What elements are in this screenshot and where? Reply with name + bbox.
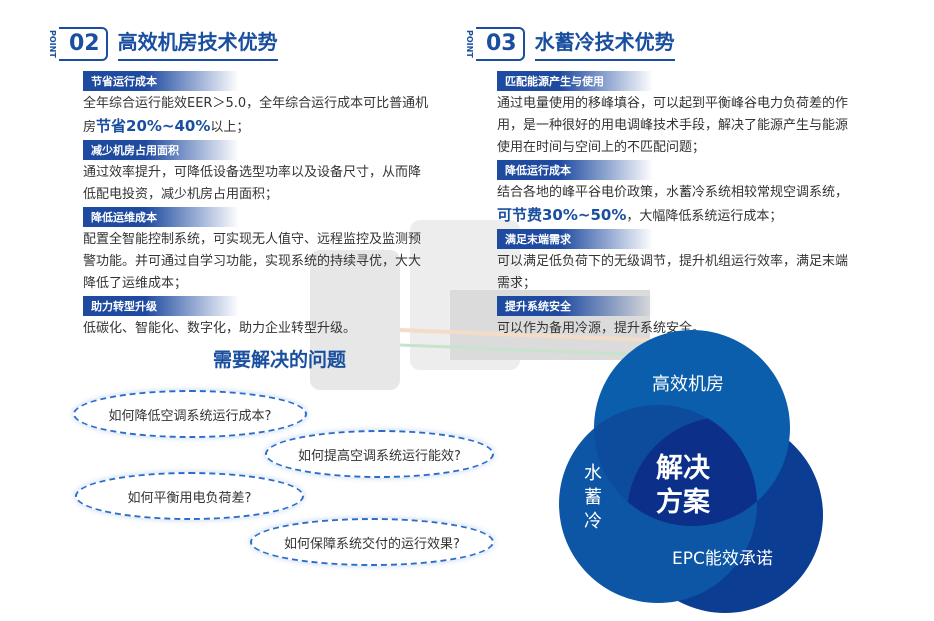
venn-top-label: 高效机房	[652, 374, 724, 395]
label-save-cost: 节省运行成本	[83, 71, 239, 91]
venn-center-line2: 方案	[656, 487, 710, 518]
point-number: 02	[59, 26, 108, 61]
text-terminal-demand: 可以满足低负荷下的无级调节，提升机组运行效率，满足末端需求；	[497, 254, 849, 291]
text-save-cost: 全年综合运行能效EER＞5.0，全年综合运行成本可比普通机房节省20%~40%以…	[83, 93, 433, 139]
text-part: 以上；	[210, 120, 250, 135]
circle-center	[627, 417, 757, 526]
point-02-header: POINT 02 高效机房技术优势	[48, 26, 278, 61]
point-03-header: POINT 03 水蓄冷技术优势	[465, 26, 675, 61]
label-terminal-demand: 满足末端需求	[497, 229, 653, 249]
label-reduce-area: 减少机房占用面积	[83, 140, 239, 160]
section-title: 高效机房技术优势	[117, 26, 278, 61]
problem-bubble: 如何保障系统交付的运行效果?	[250, 518, 494, 566]
label-upgrade: 助力转型升级	[83, 296, 239, 316]
label-reduce-om: 降低运维成本	[83, 207, 239, 227]
section-title: 水蓄冷技术优势	[534, 26, 675, 61]
label-lower-cost: 降低运行成本	[497, 160, 653, 180]
text-part: 结合各地的峰平谷电价政策，水蓄冷系统相较常规空调系统，	[497, 185, 849, 200]
highlight: 可节费30%~50%	[497, 206, 627, 224]
problems-title: 需要解决的问题	[213, 349, 347, 371]
problem-bubble: 如何平衡用电负荷差?	[75, 472, 304, 520]
text-part: ，大幅降低系统运行成本；	[626, 209, 783, 224]
label-safety: 提升系统安全	[497, 296, 653, 316]
left-sections: 节省运行成本 全年综合运行能效EER＞5.0，全年综合运行成本可比普通机房节省2…	[83, 70, 433, 340]
highlight: 节省20%~40%	[96, 117, 211, 135]
venn-right-label: EPC能效承诺	[672, 549, 773, 569]
problem-bubble: 如何降低空调系统运行成本?	[73, 390, 307, 438]
text-safety: 可以作为备用冷源，提升系统安全。	[497, 321, 706, 336]
right-sections: 匹配能源产生与使用 通过电量使用的移峰填谷，可以起到平衡峰谷电力负荷差的作用，是…	[497, 70, 852, 340]
text-lower-cost: 结合各地的峰平谷电价政策，水蓄冷系统相较常规空调系统， 可节费30%~50%，大幅…	[497, 182, 852, 228]
point-tag: POINT	[48, 29, 57, 58]
point-number: 03	[476, 26, 525, 61]
text-part: 全年综合运行能效EER＞5.0，全年综合运行成本可比普通机房	[83, 96, 429, 135]
text-upgrade: 低碳化、智能化、数字化，助力企业转型升级。	[83, 321, 357, 336]
text-match-energy: 通过电量使用的移峰填谷，可以起到平衡峰谷电力负荷差的作用，是一种很好的用电调峰技…	[497, 96, 849, 155]
text-reduce-area: 通过效率提升，可降低设备选型功率以及设备尺寸，从而降低配电投资，减少机房占用面积…	[83, 165, 422, 202]
text-reduce-om: 配置全智能控制系统，可实现无人值守、远程监控及监测预警功能。并可通过自学习功能，…	[83, 232, 422, 291]
venn-left-label: 水蓄冷	[584, 463, 602, 532]
problem-bubble: 如何提高空调系统运行能效?	[265, 430, 494, 478]
point-tag: POINT	[465, 29, 474, 58]
venn-center-line1: 解决	[656, 453, 710, 484]
label-match-energy: 匹配能源产生与使用	[497, 71, 653, 91]
